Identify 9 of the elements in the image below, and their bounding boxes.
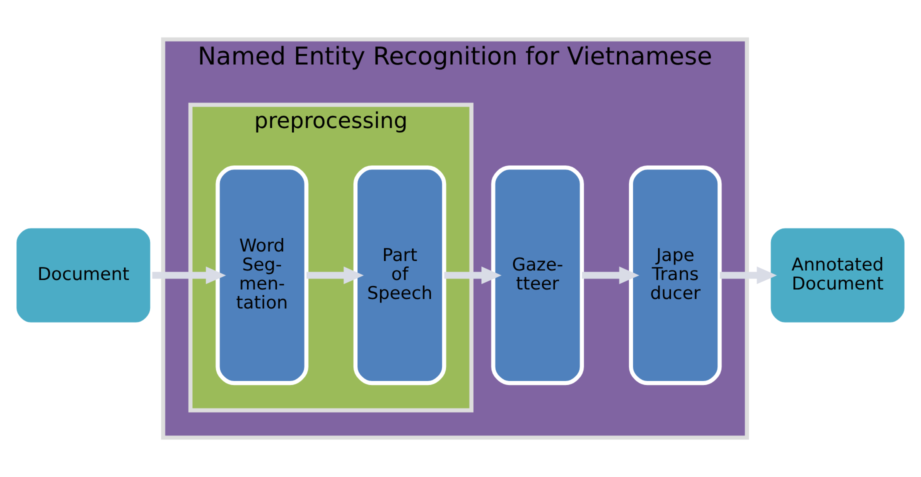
arrow bbox=[152, 266, 226, 284]
node-box: Word Seg- men- tation bbox=[216, 166, 308, 386]
node-box: Gaze- tteer bbox=[491, 166, 584, 386]
arrow bbox=[720, 266, 777, 284]
node-box: Part of Speech bbox=[353, 166, 446, 386]
arrow bbox=[582, 266, 640, 284]
node-box: Jape Trans ducer bbox=[628, 166, 722, 386]
arrow bbox=[306, 266, 364, 284]
arrow bbox=[444, 266, 502, 284]
